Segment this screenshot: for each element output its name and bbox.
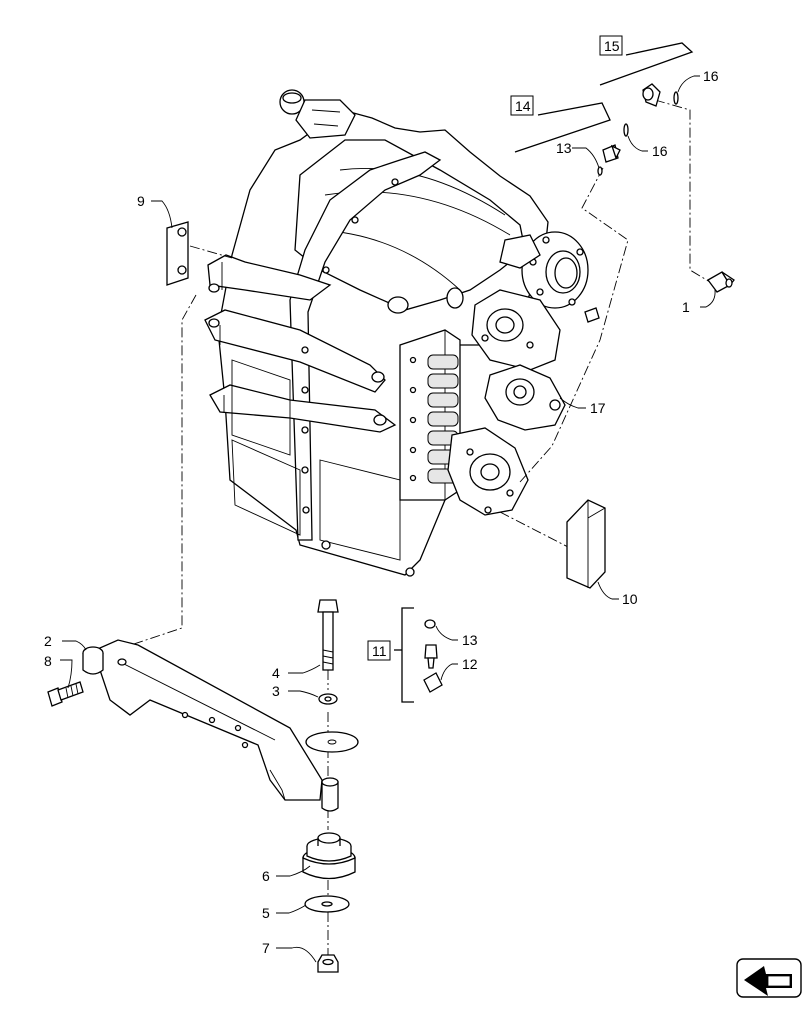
callout-9: 9 (137, 193, 145, 209)
callout-8: 8 (44, 653, 52, 669)
leader-lines (60, 75, 716, 963)
part-16-oring-upper (673, 91, 679, 105)
callout-2: 2 (44, 633, 52, 649)
callout-3: 3 (272, 683, 280, 699)
part-16-oring-lower (623, 123, 629, 137)
callout-6: 6 (262, 868, 270, 884)
transmission-housing (204, 89, 549, 577)
callout-16-upper: 16 (703, 68, 719, 84)
callout-4: 4 (272, 665, 280, 681)
callout-labels: 1 2 8 4 3 6 5 7 9 10 13 12 13 16 16 17 1… (44, 35, 719, 956)
part-4-bolt (317, 599, 339, 671)
callout-17: 17 (590, 400, 606, 416)
previous-page-arrow-icon[interactable] (736, 958, 802, 1020)
bracket-14 (514, 102, 611, 153)
callout-15: 15 (604, 38, 620, 54)
callout-1: 1 (682, 299, 690, 315)
callout-14-box (510, 95, 534, 116)
callout-5: 5 (262, 905, 270, 921)
callout-13-lower: 13 (462, 632, 478, 648)
part-1-fitting (707, 271, 735, 293)
solenoid-stack (427, 354, 459, 484)
seam-bolts (301, 178, 415, 577)
nav-arrow-graphic (736, 958, 802, 998)
callout-12: 12 (462, 656, 478, 672)
part-2-support-bracket (82, 639, 339, 812)
part-9-mounting-plate (166, 221, 189, 286)
callout-13-upper: 13 (556, 140, 572, 156)
output-flange-lower (447, 427, 529, 516)
assembly-centerlines (94, 99, 716, 960)
part-10-shield-bracket (566, 499, 606, 589)
pump-assembly-17 (484, 364, 566, 431)
callout-11-box (367, 640, 391, 661)
callout-16-lower: 16 (652, 143, 668, 159)
part-13-fitting-upper (602, 144, 621, 163)
part-15-elbow-fitting (642, 83, 661, 107)
callout-11: 11 (372, 643, 387, 659)
callout-10: 10 (622, 591, 638, 607)
part-8-bolt (47, 681, 84, 707)
part-11-fitting-group (394, 607, 443, 703)
spacer-disc (305, 731, 359, 753)
part-6-rubber-mount (302, 832, 356, 880)
callout-7: 7 (262, 940, 270, 956)
control-valve-block (399, 329, 461, 501)
output-flange-middle (471, 289, 561, 371)
part-7-nut (317, 954, 339, 973)
output-flange-upper (499, 231, 589, 309)
bracket-15 (599, 42, 694, 86)
callout-15-box (599, 35, 623, 56)
callout-14: 14 (515, 98, 531, 114)
